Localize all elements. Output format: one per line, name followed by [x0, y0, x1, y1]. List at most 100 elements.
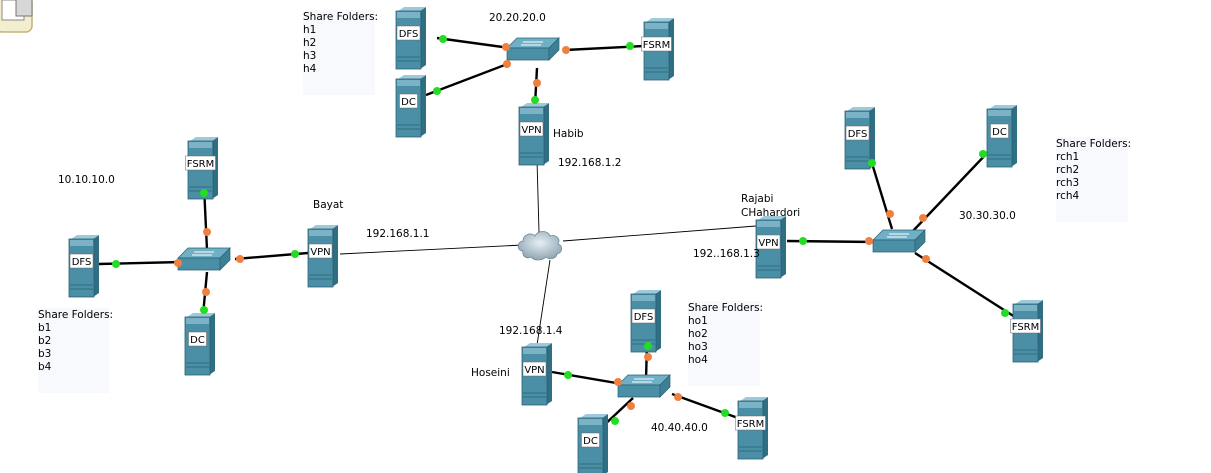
device-label: DFS	[72, 257, 92, 268]
note-title: Share Folders:	[303, 11, 379, 23]
port-link-amber-indicator	[919, 214, 927, 222]
server-tower-icon[interactable]: DFS	[630, 290, 661, 353]
device-label: DC	[583, 436, 598, 447]
device-label: VPN	[758, 238, 778, 249]
left-vpn-ip: 192.168.1.1	[366, 228, 430, 240]
device-label: DFS	[848, 129, 868, 140]
note-item: rch2	[1056, 164, 1080, 176]
port-link-amber-indicator	[503, 60, 511, 68]
device-label: FSRM	[737, 419, 765, 430]
device-label: VPN	[521, 125, 541, 136]
device-label: FSRM	[187, 159, 215, 170]
port-link-up-indicator	[200, 306, 208, 314]
server-tower-icon[interactable]: DFS	[395, 7, 426, 70]
ethernet-link[interactable]	[551, 370, 623, 386]
server-tower-icon[interactable]: FSRM	[735, 397, 769, 460]
server-tower-icon[interactable]: FSRM	[185, 137, 219, 200]
server-tower-icon[interactable]: FSRM	[1010, 300, 1044, 363]
port-link-up-indicator	[200, 189, 208, 197]
server-tower-icon[interactable]: DC	[184, 313, 215, 376]
switch-icon[interactable]	[872, 229, 926, 253]
switch-icon[interactable]	[617, 374, 671, 398]
device-label: DFS	[634, 312, 654, 323]
port-link-amber-indicator	[674, 393, 682, 401]
port-link-up-indicator	[721, 409, 729, 417]
right-site-name-line2: CHahardori	[741, 207, 801, 219]
bottom-site-name: Hoseini	[471, 367, 510, 379]
port-link-up-indicator	[644, 342, 652, 350]
note-item: b4	[38, 361, 52, 373]
server-tower-icon[interactable]: VPN	[755, 216, 786, 279]
server-tower-icon[interactable]: VPN	[518, 103, 549, 166]
wan-link[interactable]	[339, 244, 524, 255]
note-title: Share Folders:	[1056, 138, 1132, 150]
share-folders-note-right[interactable]: Share Folders: rch1 rch2 rch3 rch4	[1056, 137, 1132, 222]
right-vpn-ip: 192..168.1.3	[693, 248, 760, 260]
port-link-amber-indicator	[502, 43, 510, 51]
server-tower-icon[interactable]: DC	[577, 414, 608, 473]
note-item: ho2	[688, 328, 708, 340]
wan-link[interactable]	[536, 259, 551, 346]
wan-link[interactable]	[536, 159, 540, 233]
device-label: VPN	[524, 365, 544, 376]
share-folders-note-left[interactable]: Share Folders: b1 b2 b3 b4	[38, 308, 114, 393]
note-item: b1	[38, 322, 52, 334]
port-link-amber-indicator	[865, 237, 873, 245]
port-link-amber-indicator	[174, 259, 182, 267]
ethernet-link[interactable]	[914, 251, 1016, 319]
port-link-amber-indicator	[236, 255, 244, 263]
note-item: b2	[38, 335, 52, 347]
right-network-address: 30.30.30.0	[959, 210, 1016, 222]
device-label: FSRM	[643, 40, 671, 51]
ethernet-link[interactable]	[98, 260, 183, 266]
port-link-amber-indicator	[627, 402, 635, 410]
note-item: h4	[303, 63, 317, 75]
server-tower-icon[interactable]: FSRM	[641, 18, 675, 81]
top-network-address: 20.20.20.0	[489, 12, 546, 24]
server-tower-icon[interactable]: VPN	[307, 225, 338, 288]
device-label: DC	[190, 335, 205, 346]
note-item: rch3	[1056, 177, 1080, 189]
switch-icon[interactable]	[506, 37, 560, 61]
port-link-up-indicator	[799, 237, 807, 245]
share-folders-note-top[interactable]: Share Folders: h1 h2 h3 h4	[303, 10, 379, 95]
wan-link[interactable]	[562, 225, 757, 242]
device-label: FSRM	[1012, 322, 1040, 333]
share-folders-note-bottom[interactable]: Share Folders: ho1 ho2 ho3 ho4	[688, 301, 764, 386]
note-item: ho3	[688, 341, 708, 353]
port-link-up-indicator	[611, 417, 619, 425]
note-item: h2	[303, 37, 317, 49]
port-link-up-indicator	[979, 150, 987, 158]
note-item: ho4	[688, 354, 708, 366]
devices-layer: DFS DC FSRM VPN FSRM DFS DC VPN DFS DC FSRM VPN DFS D…	[68, 7, 1044, 473]
server-tower-icon[interactable]: DFS	[844, 107, 875, 170]
server-tower-icon[interactable]: DC	[986, 105, 1017, 168]
left-network-address: 10.10.10.0	[58, 174, 115, 186]
server-tower-icon[interactable]: DC	[395, 75, 426, 138]
right-site-name-line1: Rajabi	[741, 193, 774, 205]
wan-cloud-icon[interactable]	[517, 231, 563, 261]
port-link-amber-indicator	[922, 255, 930, 263]
note-item: ho1	[688, 315, 708, 327]
ethernet-link[interactable]	[869, 159, 894, 230]
note-title: Share Folders:	[688, 302, 764, 314]
top-vpn-ip: 192.168.1.2	[558, 157, 622, 169]
server-tower-icon[interactable]: DFS	[68, 235, 99, 298]
note-item: h3	[303, 50, 317, 62]
top-site-name: Habib	[553, 128, 584, 140]
bottom-vpn-ip: 192.168.1.4	[499, 325, 563, 337]
workspace-icon[interactable]	[0, 0, 36, 36]
note-item: b3	[38, 348, 52, 360]
note-title: Share Folders:	[38, 309, 114, 321]
port-link-up-indicator	[531, 96, 539, 104]
port-link-amber-indicator	[203, 228, 211, 236]
server-tower-icon[interactable]: VPN	[521, 343, 552, 406]
port-link-amber-indicator	[562, 46, 570, 54]
switch-icon[interactable]	[177, 247, 231, 271]
device-label: DFS	[399, 29, 419, 40]
bottom-network-address: 40.40.40.0	[651, 422, 708, 434]
ethernet-link[interactable]	[436, 36, 511, 50]
port-link-amber-indicator	[644, 353, 652, 361]
port-link-up-indicator	[291, 250, 299, 258]
